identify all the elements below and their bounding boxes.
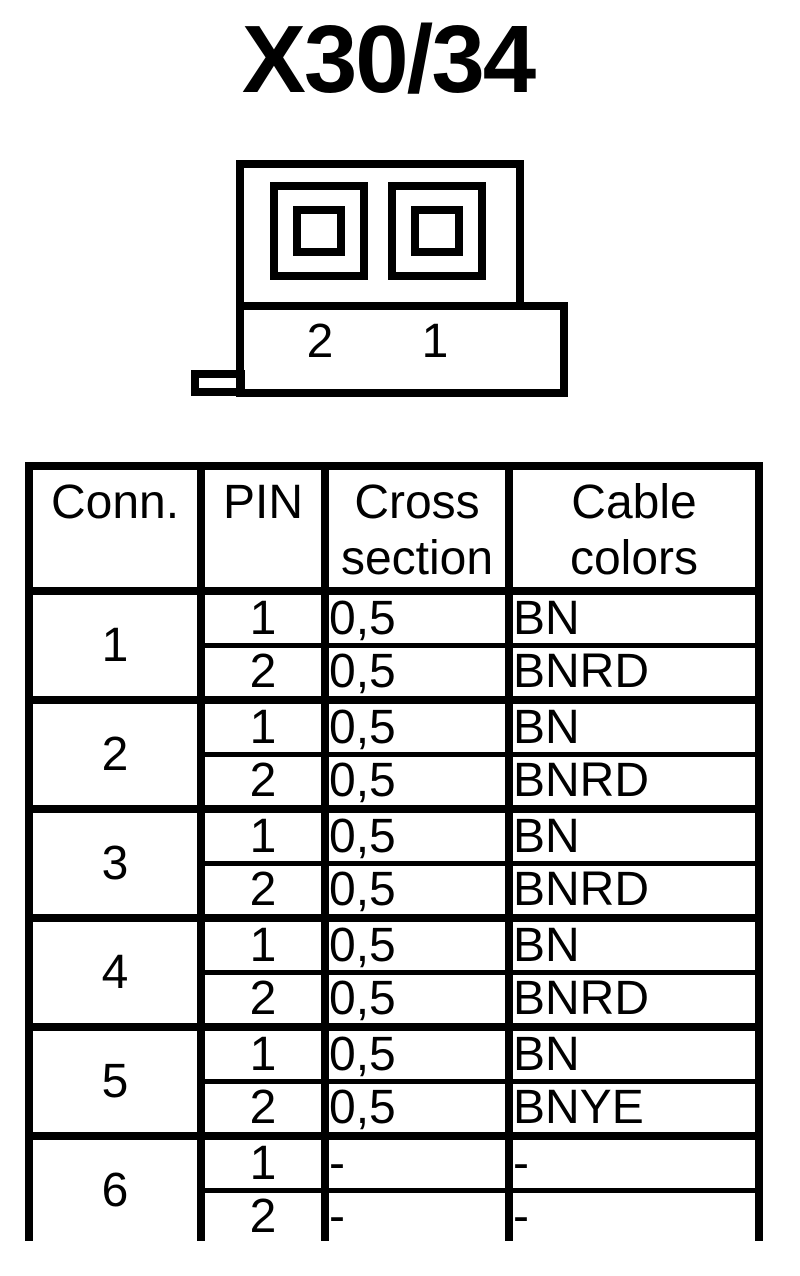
connector-lower-housing [236, 302, 568, 397]
pin-number-2: 2 [306, 315, 334, 368]
table-row: 5 1 0,5 BN [25, 1023, 763, 1136]
page-title: X30/34 [241, 6, 536, 113]
cross-section-cell: - [321, 1188, 513, 1241]
cross-section-cell: 0,5 [321, 696, 513, 755]
cross-section-cell: 0,5 [321, 752, 513, 809]
conn-cell: 2 [25, 696, 205, 809]
cross-section-cell: 0,5 [321, 861, 513, 918]
cable-color-cell: BNRD [505, 752, 763, 809]
table-row: 1 1 0,5 BN [25, 587, 763, 700]
pin-number-1: 1 [421, 315, 449, 368]
pinout-table: Conn. PIN Cross section Cable colors 1 1… [25, 462, 763, 1241]
pin-cell: 2 [197, 752, 329, 809]
cross-section-cell: 0,5 [321, 805, 513, 864]
pin-cell: 2 [197, 970, 329, 1027]
pin-cavity-2 [270, 182, 368, 280]
pin-cell: 2 [197, 861, 329, 918]
cross-section-cell: 0,5 [321, 643, 513, 700]
conn-cell: 6 [25, 1132, 205, 1241]
pin-cell: 1 [197, 1023, 329, 1082]
pin-cell: 2 [197, 643, 329, 700]
conn-cell: 1 [25, 587, 205, 700]
pin-cell: 1 [197, 587, 329, 646]
table-row: 2 0,5 BNRD [29, 861, 763, 918]
conn-cell: 5 [25, 1023, 205, 1136]
cable-color-cell: BN [505, 696, 763, 755]
table-row: 2 0,5 BNRD [29, 752, 763, 809]
pin-cavity-1 [388, 182, 486, 280]
pin-cell: 1 [197, 914, 329, 973]
cable-color-cell: BN [505, 805, 763, 864]
pin-terminal-1 [411, 206, 463, 256]
header-cable-colors: Cable colors [505, 462, 763, 595]
cross-section-cell: 0,5 [321, 914, 513, 973]
table-row: 2 0,5 BNYE [29, 1079, 763, 1136]
pin-cell: 1 [197, 1132, 329, 1191]
pin-terminal-2 [293, 206, 345, 256]
cable-color-cell: BN [505, 587, 763, 646]
table-row: 2 0,5 BNRD [29, 643, 763, 700]
conn-cell: 4 [25, 914, 205, 1027]
pin-cell: 2 [197, 1188, 329, 1241]
table-row: 3 1 0,5 BN [25, 805, 763, 918]
table-row: 2 1 0,5 BN [25, 696, 763, 809]
pin-cell: 1 [197, 696, 329, 755]
cross-section-cell: - [321, 1132, 513, 1191]
table-row: 4 1 0,5 BN [25, 914, 763, 1027]
cable-color-cell: BN [505, 1023, 763, 1082]
pin-cell: 1 [197, 805, 329, 864]
cross-section-cell: 0,5 [321, 1023, 513, 1082]
connector-upper-housing [236, 160, 524, 302]
table-row: 2 - - [29, 1188, 763, 1241]
cable-color-cell: BN [505, 914, 763, 973]
pin-cell: 2 [197, 1079, 329, 1136]
cross-section-cell: 0,5 [321, 1079, 513, 1136]
cable-color-cell: BNRD [505, 643, 763, 700]
header-conn: Conn. [25, 462, 205, 595]
header-cross-section: Cross section [321, 462, 513, 595]
cable-color-cell: - [505, 1188, 763, 1241]
cable-color-cell: BNRD [505, 970, 763, 1027]
table-header: Conn. PIN Cross section Cable colors [25, 462, 763, 595]
header-pin: PIN [197, 462, 329, 595]
cable-color-cell: - [505, 1132, 763, 1191]
conn-cell: 3 [25, 805, 205, 918]
table-row: 6 1 - - [25, 1132, 763, 1241]
cross-section-cell: 0,5 [321, 970, 513, 1027]
cable-color-cell: BNYE [505, 1079, 763, 1136]
cross-section-cell: 0,5 [321, 587, 513, 646]
cable-color-cell: BNRD [505, 861, 763, 918]
table-row: 2 0,5 BNRD [29, 970, 763, 1027]
